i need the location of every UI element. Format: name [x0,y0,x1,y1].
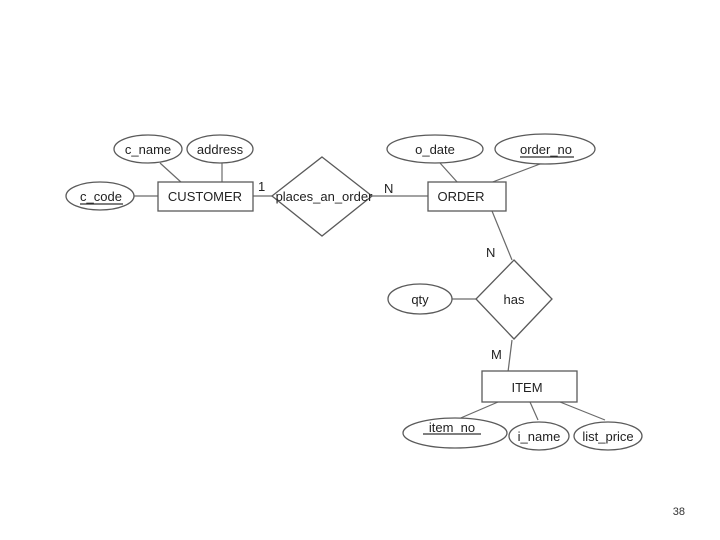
entity-order: ORDER [427,181,507,212]
attribute-qty: qty [387,283,453,315]
entity-customer-label: CUSTOMER [168,189,242,204]
relationship-places-an-order-label: places_an_order [276,189,374,204]
entity-item-label: ITEM [511,380,542,395]
cardinality-customer-places: 1 [258,179,265,194]
relationship-has: has [475,259,553,340]
cardinality-order-places: N [384,181,393,196]
attribute-o-date-label: o_date [415,142,455,157]
line-listprice-item [559,401,606,421]
line-cname-customer [159,162,183,184]
line-has-item [507,339,513,373]
page-number: 38 [672,506,685,518]
attribute-c-name: c_name [113,134,183,164]
attribute-i-name-label: i_name [518,429,561,444]
attribute-list-price-label: list_price [582,429,633,444]
attribute-address-label: address [197,142,244,157]
attribute-qty-label: qty [411,292,429,307]
line-itemno-item [455,401,499,421]
line-orderno-order [489,163,541,184]
connector-lines [132,162,606,421]
relationship-has-label: has [504,292,525,307]
attribute-c-code: c_code [65,181,135,211]
cardinality-item-has: M [491,347,502,362]
attribute-c-name-label: c_name [125,142,171,157]
attribute-order-no: order_no [494,133,596,165]
entity-order-label: ORDER [438,189,485,204]
attribute-item-no: item_no [402,417,508,449]
attribute-item-no-label: item_no [429,420,475,435]
line-iname-item [529,401,539,421]
attribute-o-date: o_date [386,134,484,164]
line-order-has [491,210,513,261]
attribute-order-no-label: order_no [520,142,572,157]
entity-item: ITEM [481,370,578,403]
attribute-list-price: list_price [573,421,643,451]
cardinality-order-has: N [486,245,495,260]
attribute-c-code-label: c_code [80,189,122,204]
attribute-i-name: i_name [508,421,570,451]
relationship-places-an-order: places_an_order [270,156,374,237]
attribute-address: address [186,134,254,164]
entity-customer: CUSTOMER [157,181,254,212]
line-odate-order [439,162,459,184]
